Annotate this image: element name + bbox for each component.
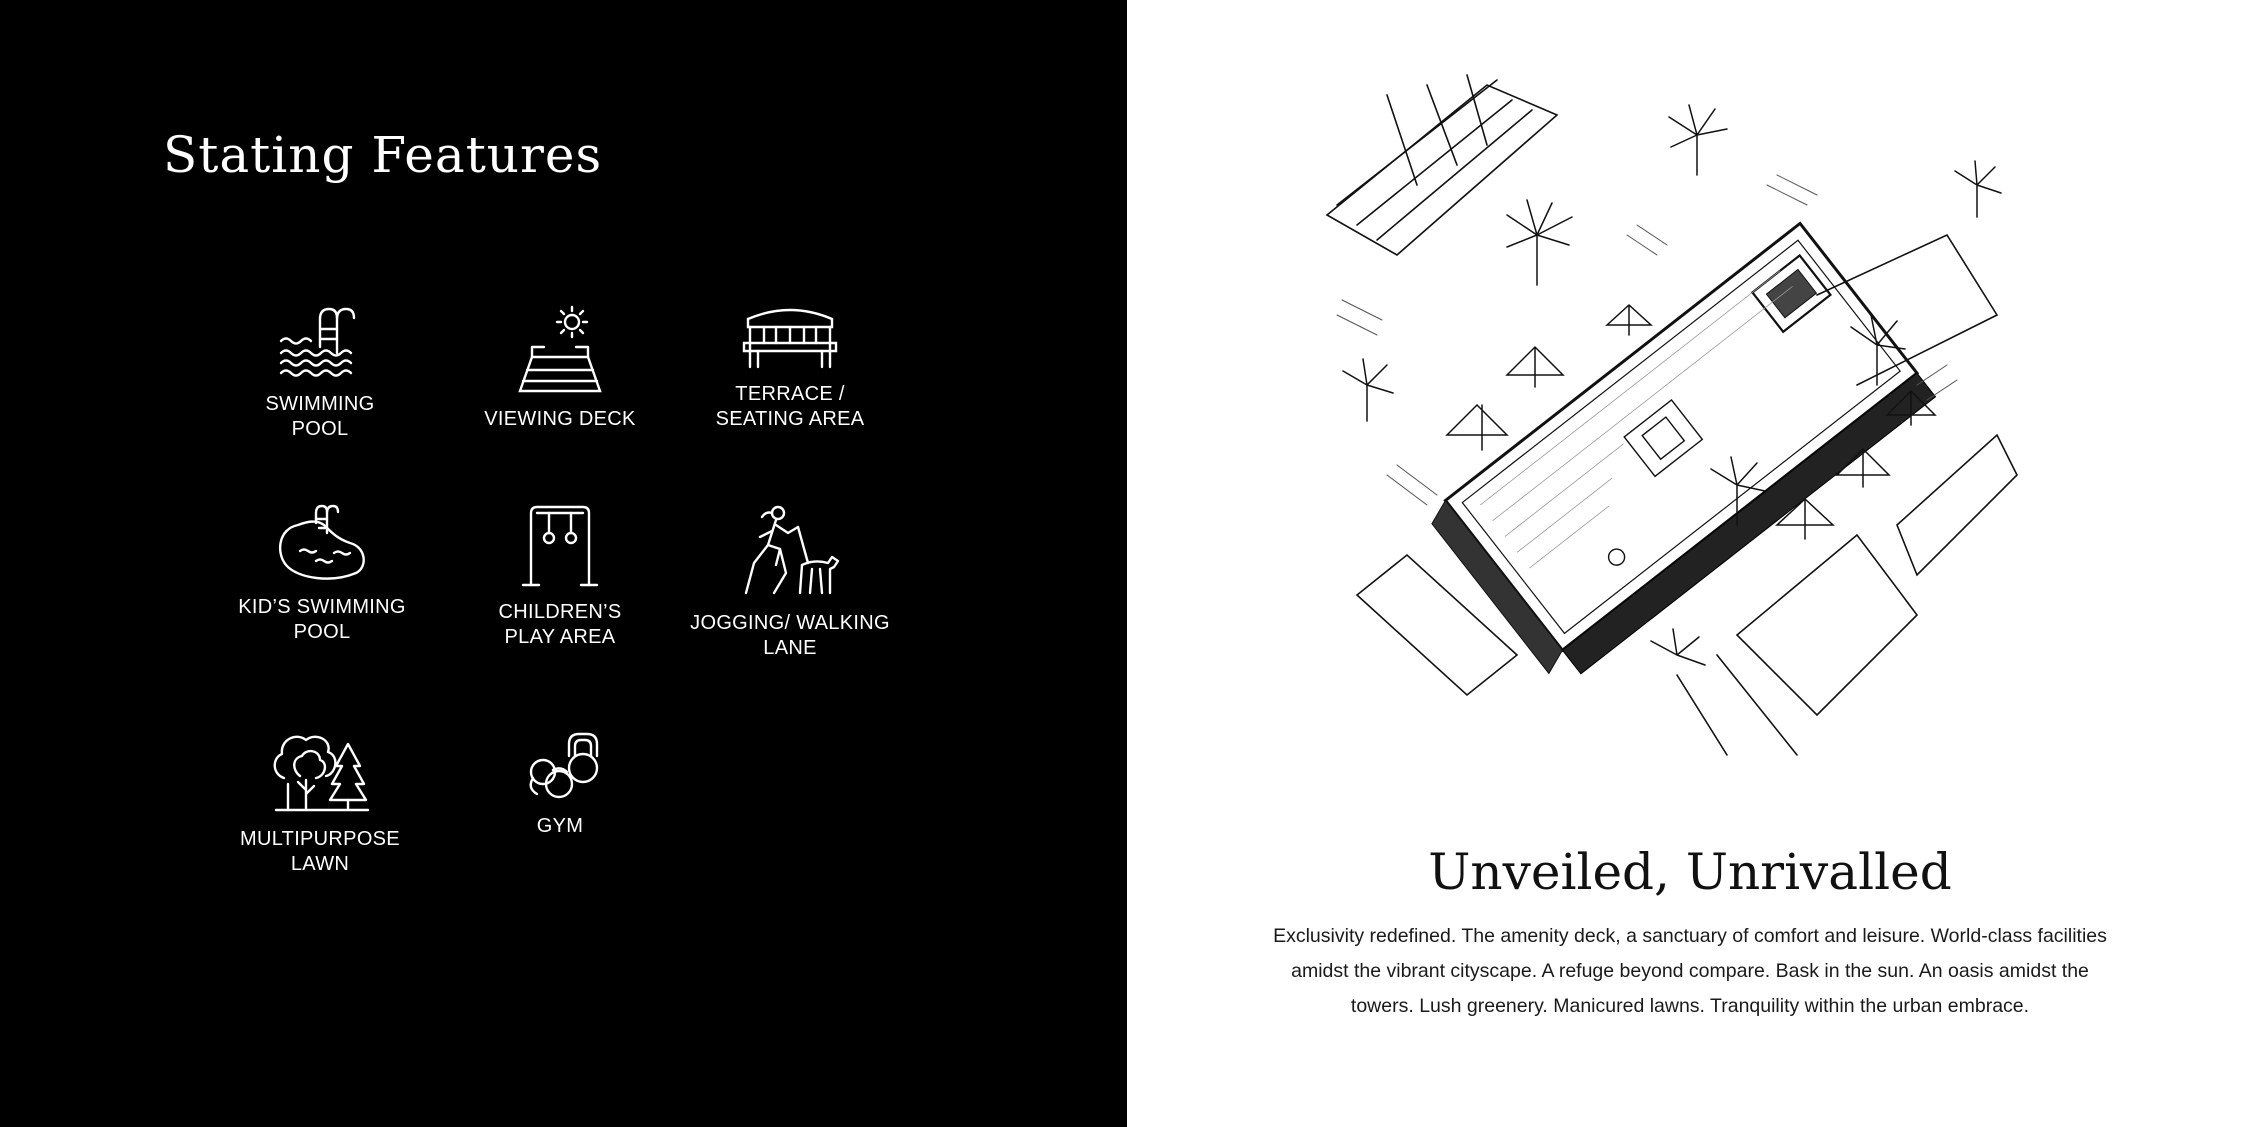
feature-label: CHILDREN’S PLAY AREA [498,601,622,648]
story-panel: Unveiled, Unrivalled Exclusivity redefin… [1127,0,2253,1127]
feature-label: JOGGING/ WALKING LANE [690,612,890,659]
swimming-pool-icon [279,307,356,377]
trees-icon [273,735,370,812]
feature-label: SWIMMING POOL [265,393,375,440]
kettlebell-icon [529,732,599,799]
feature-jogging-lane: JOGGING/ WALKING LANE [675,503,905,661]
amenity-deck-sketch [1325,74,2018,756]
feature-label: MULTIPURPOSE LAWN [240,828,400,875]
story-heading: Unveiled, Unrivalled [1428,843,1952,901]
jogger-with-dog-icon [744,505,840,595]
features-title: Stating Features [163,126,603,184]
feature-kids-pool: KID’S SWIMMING POOL [207,503,437,645]
feature-label: KID’S SWIMMING POOL [238,596,406,643]
story-body: Exclusivity redefined. The amenity deck,… [1273,925,2107,1017]
feature-lawn: MULTIPURPOSE LAWN [205,730,435,877]
feature-play-area: CHILDREN’S PLAY AREA [445,503,675,650]
feature-swimming-pool: SWIMMING POOL [205,305,435,442]
feature-terrace: TERRACE / SEATING AREA [675,305,905,432]
feature-label: TERRACE / SEATING AREA [715,383,865,430]
kids-pool-icon [278,504,365,580]
feature-label: GYM [536,815,584,837]
viewing-deck-icon [518,305,602,393]
feature-gym: GYM [445,730,675,839]
feature-label: VIEWING DECK [484,408,636,430]
bench-icon [742,308,838,369]
features-panel: Stating Features SWIMMING POOL VIEWING D… [0,0,1127,1127]
play-frame-icon [521,505,599,587]
feature-viewing-deck: VIEWING DECK [445,305,675,432]
